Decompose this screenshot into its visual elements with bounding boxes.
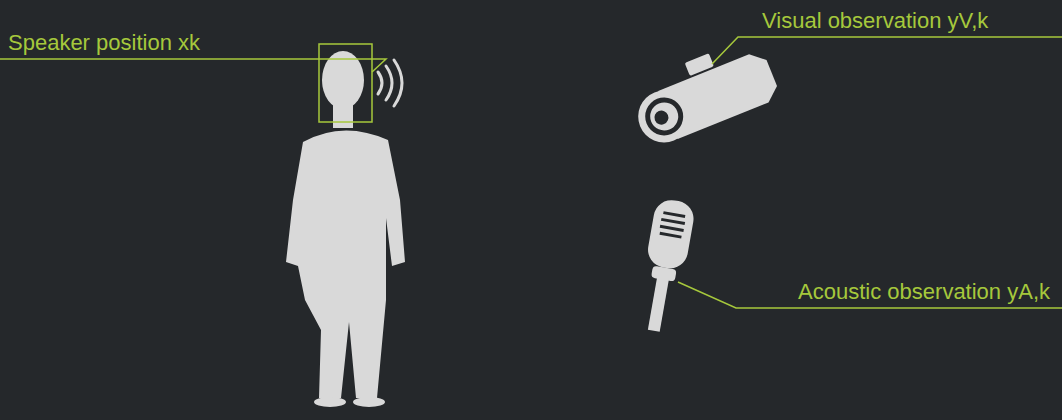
microphone-icon: [634, 197, 696, 334]
camera-icon: [624, 34, 781, 150]
callout-label: Acoustic observation yA,k: [798, 279, 1050, 305]
callout-label: Visual observation yV,k: [762, 8, 988, 34]
leader-line: [0, 59, 386, 72]
callout-label: Speaker position xk: [8, 30, 200, 56]
sound-waves: [378, 60, 402, 106]
leader-line: [712, 37, 1062, 64]
speaker-silhouette: [286, 51, 405, 407]
position-box: [319, 44, 372, 122]
